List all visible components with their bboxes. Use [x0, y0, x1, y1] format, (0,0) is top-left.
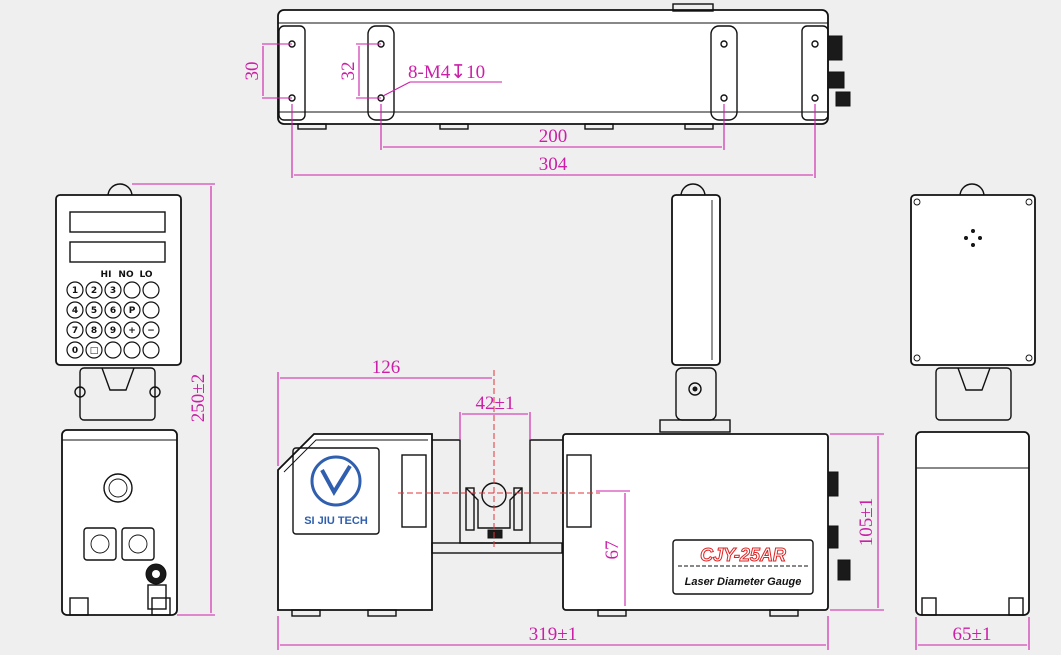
keypad-key-label: 4 [72, 306, 78, 316]
keypad-key-label: □ [90, 346, 99, 356]
keypad-key[interactable] [85, 281, 103, 299]
keypad-key[interactable] [123, 301, 141, 319]
keypad-key-label: 8 [91, 326, 97, 336]
keypad-key-label: P [129, 306, 136, 316]
product-name: Laser Diameter Gauge [685, 576, 802, 588]
top-view: 30 32 8-M4↧10 200 304 [242, 3, 851, 178]
keypad-key-label: 0 [72, 346, 78, 356]
dim-304: 304 [539, 154, 568, 175]
keypad-key[interactable] [104, 321, 122, 339]
keypad-key[interactable] [85, 341, 103, 359]
keypad-key[interactable] [104, 301, 122, 319]
brand-name: SI JIU TECH [304, 515, 368, 527]
dim-126: 126 [372, 357, 401, 378]
keypad-key[interactable] [142, 321, 160, 339]
keypad-key-label: + [128, 326, 136, 336]
model-name: CJY-25AR [700, 545, 786, 565]
dim-32: 32 [338, 62, 359, 81]
indicator-lo: LO [139, 270, 152, 280]
keypad-key[interactable] [142, 341, 160, 359]
front-view: SI JIU TECH CJY-25AR Laser Diameter Gaug… [277, 183, 884, 650]
keypad-key[interactable] [66, 321, 84, 339]
keypad: 1 2 3 4 5 6 P 7 8 9 + − 0 □ [66, 281, 160, 359]
right-view: 65±1 [910, 183, 1036, 650]
keypad-key[interactable] [66, 281, 84, 299]
keypad-key[interactable] [142, 281, 160, 299]
dim-65: 65±1 [953, 624, 992, 645]
keypad-key[interactable] [66, 301, 84, 319]
keypad-key-label: 1 [72, 286, 78, 296]
dim-319: 319±1 [529, 624, 577, 645]
keypad-key-label: 3 [110, 286, 116, 296]
keypad-key[interactable] [123, 341, 141, 359]
keypad-key-label: 2 [91, 286, 97, 296]
keypad-key[interactable] [142, 301, 160, 319]
indicator-hi: HI [101, 270, 112, 280]
keypad-key-label: 9 [110, 326, 116, 336]
keypad-key[interactable] [104, 341, 122, 359]
keypad-key-label: − [147, 326, 155, 336]
keypad-key[interactable] [104, 281, 122, 299]
brand-logo [310, 455, 362, 507]
dim-200: 200 [539, 126, 568, 147]
keypad-key-label: 5 [91, 306, 97, 316]
left-view: HI NO LO 1 2 3 4 5 6 P 7 8 9 + − 0 □ 250±2 [55, 183, 215, 616]
dim-42: 42±1 [476, 393, 515, 414]
keypad-key-label: 7 [72, 326, 78, 336]
keypad-key-label: 6 [110, 306, 116, 316]
dim-30: 30 [242, 62, 263, 81]
keypad-key[interactable] [66, 341, 84, 359]
hole-spec-label: 8-M4↧10 [408, 62, 485, 83]
indicator-no: NO [118, 270, 134, 280]
keypad-key[interactable] [123, 321, 141, 339]
keypad-key[interactable] [85, 301, 103, 319]
dim-105: 105±1 [856, 498, 877, 546]
dim-67: 67 [602, 541, 623, 560]
keypad-key[interactable] [123, 281, 141, 299]
dim-250: 250±2 [188, 374, 209, 422]
keypad-key[interactable] [85, 321, 103, 339]
